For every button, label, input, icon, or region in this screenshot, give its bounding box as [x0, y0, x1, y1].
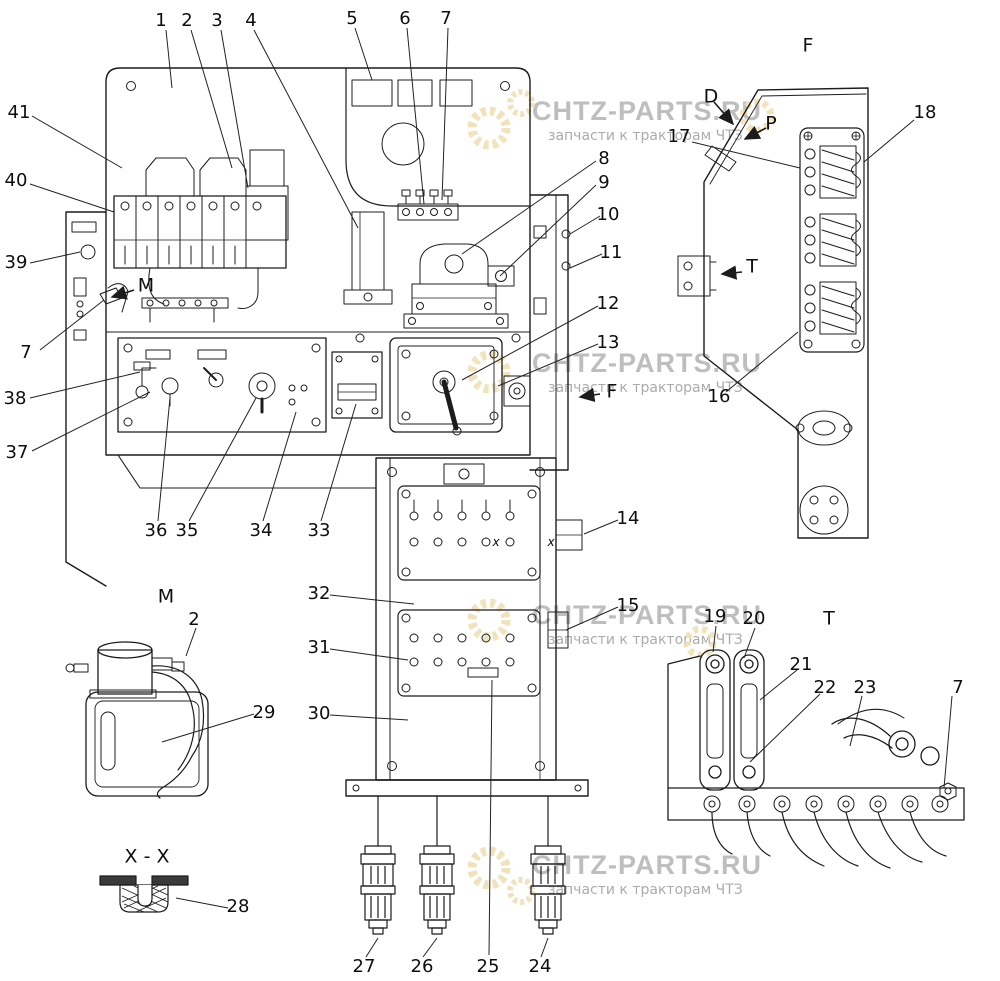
callout-22: 22 — [813, 677, 837, 698]
callout-40: 40 — [4, 170, 28, 191]
callout-6: 6 — [399, 8, 411, 29]
callout-8: 8 — [598, 148, 610, 169]
view-direction-label-t: T — [746, 255, 758, 278]
callout-28: 28 — [226, 896, 250, 917]
view-label-m: M — [157, 585, 175, 608]
callout-21: 21 — [789, 654, 813, 675]
m-view-drawing — [65, 641, 209, 799]
callout-7-left: 7 — [20, 342, 32, 363]
callout-13: 13 — [596, 332, 620, 353]
callout-20: 20 — [742, 608, 766, 629]
view-direction-label-m: M — [137, 274, 155, 297]
callout-12: 12 — [596, 293, 620, 314]
main-assembly-drawing — [65, 67, 589, 797]
callout-3: 3 — [211, 10, 223, 31]
callout-15: 15 — [616, 595, 640, 616]
callout-leader-lines — [29, 27, 953, 958]
view-label-xx: X - X — [124, 845, 170, 868]
callout-14: 14 — [616, 508, 640, 529]
callout-36: 36 — [144, 520, 168, 541]
xx-view-drawing — [99, 875, 189, 913]
callout-31: 31 — [307, 637, 331, 658]
t-view-drawing — [667, 649, 965, 869]
callout-35: 35 — [175, 520, 199, 541]
callout-7-top: 7 — [440, 8, 452, 29]
callout-2-top: 2 — [181, 10, 193, 31]
callout-30: 30 — [307, 703, 331, 724]
watermark-gear-icons — [467, 89, 775, 905]
view-label-f: F — [802, 34, 814, 57]
view-direction-label-p: P — [765, 112, 777, 135]
callout-34: 34 — [249, 520, 273, 541]
section-mark-x-left: x — [492, 535, 500, 549]
callout-24: 24 — [528, 956, 552, 977]
section-mark-x-right: x — [547, 535, 555, 549]
callout-16: 16 — [707, 386, 731, 407]
callout-18: 18 — [913, 102, 937, 123]
bottom-connectors-drawing — [360, 796, 566, 935]
view-direction-label-f: F — [606, 380, 618, 403]
callout-10: 10 — [596, 204, 620, 225]
callout-1: 1 — [155, 10, 167, 31]
callout-7-t: 7 — [952, 677, 964, 698]
callout-17: 17 — [667, 126, 691, 147]
callout-25: 25 — [476, 956, 500, 977]
callout-5: 5 — [346, 8, 358, 29]
view-direction-arrows — [110, 101, 767, 402]
callout-33: 33 — [307, 520, 331, 541]
view-label-t: T — [823, 607, 835, 630]
callout-37: 37 — [5, 442, 29, 463]
callout-2-m: 2 — [188, 609, 200, 630]
callout-32: 32 — [307, 583, 331, 604]
callout-41: 41 — [7, 102, 31, 123]
callout-19: 19 — [703, 606, 727, 627]
view-direction-label-d: D — [703, 85, 719, 108]
callout-9: 9 — [598, 172, 610, 193]
callout-39: 39 — [4, 252, 28, 273]
callout-29: 29 — [252, 702, 276, 723]
callout-4: 4 — [245, 10, 257, 31]
callout-23: 23 — [853, 677, 877, 698]
callout-27: 27 — [352, 956, 376, 977]
callout-11: 11 — [599, 242, 623, 263]
callout-38: 38 — [3, 388, 27, 409]
f-view-drawing — [677, 87, 869, 539]
callout-26: 26 — [410, 956, 434, 977]
